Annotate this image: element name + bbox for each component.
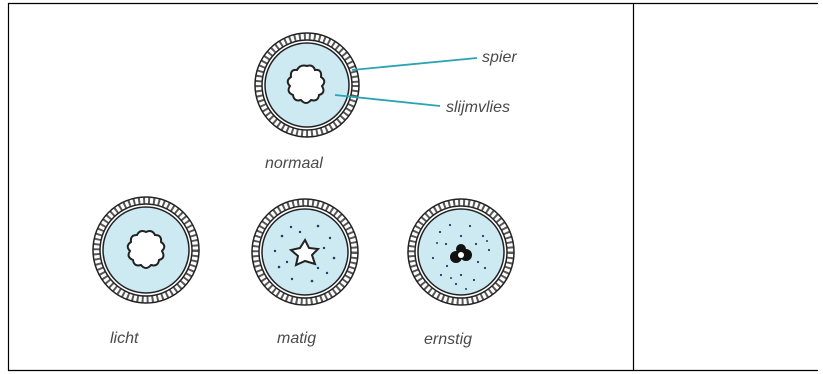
cross-section-mild [93, 197, 199, 303]
lumen-mild [128, 231, 165, 268]
frame [8, 3, 818, 371]
cross-section-moderate [252, 199, 358, 305]
label-normal: normaal [265, 155, 323, 172]
cross-section-severe [408, 199, 514, 305]
label-mild: licht [110, 330, 139, 347]
label-severe: ernstig [424, 331, 472, 348]
label-moderate: matig [277, 330, 316, 347]
lumen-normal [288, 66, 325, 104]
pointer-line-muscle [352, 58, 477, 70]
label-muscle: spier [482, 49, 517, 66]
cross-section-normal [255, 33, 359, 137]
label-mucosa: slijmvlies [446, 99, 510, 116]
